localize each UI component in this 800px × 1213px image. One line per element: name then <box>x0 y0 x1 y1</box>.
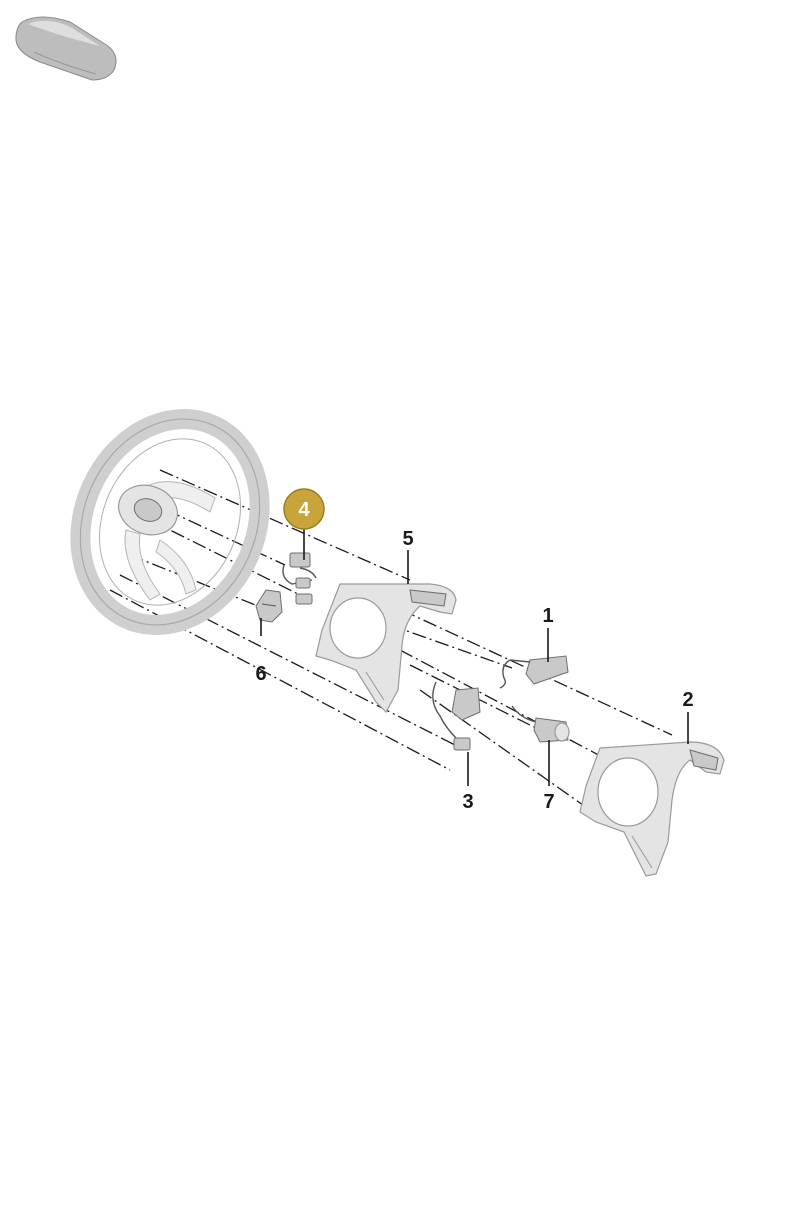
callout-1[interactable]: 1 <box>542 605 553 627</box>
callout-5-label: 5 <box>402 528 413 550</box>
callout-4-badge <box>283 488 325 530</box>
callout-1-label: 1 <box>542 605 553 627</box>
part-6-bracket[interactable] <box>255 589 283 623</box>
part-2-lower-trim[interactable] <box>579 741 725 877</box>
callout-3[interactable]: 3 <box>462 791 473 813</box>
steering-wheel[interactable] <box>48 390 291 654</box>
car-thumbnail-icon[interactable] <box>15 16 117 81</box>
callout-7-label: 7 <box>543 791 554 813</box>
callout-2[interactable]: 2 <box>682 689 693 711</box>
assembly-lines <box>109 469 673 811</box>
callout-4-label: 4 <box>298 499 310 521</box>
part-1-switch[interactable] <box>499 655 569 689</box>
leader-lines <box>260 525 689 786</box>
part-4-module[interactable] <box>282 552 317 605</box>
part-3-sensor[interactable] <box>432 681 481 751</box>
callout-6-label: 6 <box>255 663 266 685</box>
callout-5[interactable]: 5 <box>402 528 413 550</box>
callout-6[interactable]: 6 <box>255 663 266 685</box>
callout-4[interactable]: 4 <box>283 488 325 530</box>
part-7-switch[interactable] <box>511 705 570 743</box>
part-5-trim-cover[interactable] <box>315 583 457 713</box>
callout-3-label: 3 <box>462 791 473 813</box>
callout-7[interactable]: 7 <box>543 791 554 813</box>
callout-2-label: 2 <box>682 689 693 711</box>
